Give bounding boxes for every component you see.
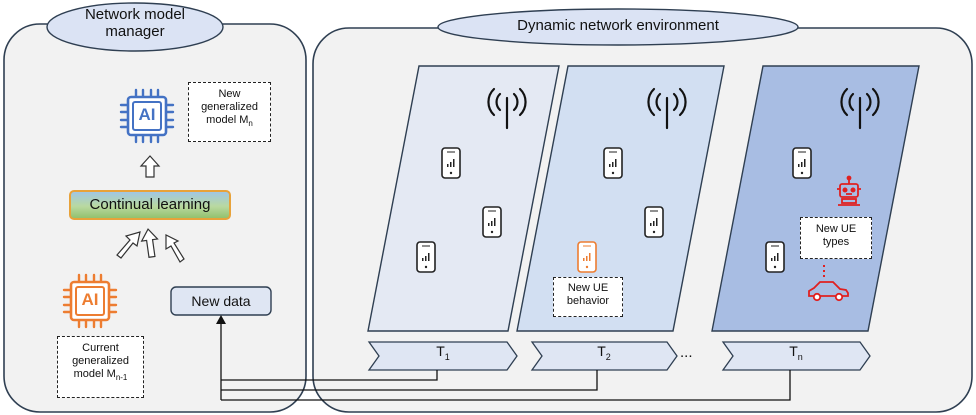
input-arrows (116, 228, 185, 263)
new-model-line-1: New (218, 88, 241, 100)
continual-learning-box (69, 190, 231, 220)
ai-label-current: AI (81, 290, 99, 309)
continual-learning-label: Continual learning (89, 196, 211, 213)
timestep-chevron-n (721, 341, 871, 371)
current-model-box: Current generalized model Mn-1 (57, 336, 144, 398)
new-ue-types-box: New UE types (800, 217, 872, 259)
new-model-box: New generalized model Mn (188, 82, 271, 142)
new-ue-behavior-box: New UE behavior (553, 277, 623, 317)
phone-icon (644, 206, 664, 238)
car-icon (808, 281, 849, 302)
timestep-label-2: T2 (597, 343, 611, 362)
timestep-chevron-1 (367, 341, 518, 371)
up-arrow-icon (139, 155, 161, 178)
current-model-line-1: Current (82, 342, 119, 354)
timestep-label-1: T1 (436, 343, 450, 362)
timestep-chevron-2 (530, 341, 678, 371)
new-model-line-2: generalized (201, 100, 258, 113)
timestep-sub-n: n (797, 351, 803, 362)
timestep-label-n: Tn (789, 343, 803, 362)
phone-icon (482, 206, 502, 238)
current-model-line-2: generalized (72, 354, 129, 367)
robot-icon (837, 175, 861, 206)
timestep-ellipsis: ... (680, 344, 693, 361)
current-model-subscript: n-1 (115, 373, 128, 383)
arrowhead-icon (216, 315, 226, 324)
timestep-sub-2: 2 (605, 351, 611, 362)
environment-title: Dynamic network environment (517, 17, 719, 34)
data-feedback-lines (220, 323, 791, 401)
new-model-subscript: n (248, 119, 253, 129)
new-ue-behavior-line-2: behavior (566, 294, 610, 307)
environment-title-ellipse (437, 8, 799, 46)
manager-title: Network model manager (84, 6, 186, 41)
phone-icon (416, 241, 436, 273)
phone-icon-new-behavior (577, 241, 597, 273)
new-data-label: New data (191, 293, 251, 309)
phone-icon (603, 147, 623, 179)
slice-t2 (516, 65, 725, 332)
timestep-sub-1: 1 (444, 351, 450, 362)
new-model-line-3: model Mn (206, 113, 253, 129)
phone-icon (792, 147, 812, 179)
new-ue-behavior-line-1: New UE (567, 282, 609, 294)
new-ue-types-line-1: New UE (815, 223, 857, 235)
manager-title-ellipse (46, 2, 224, 52)
new-ue-types-line-2: types (822, 235, 850, 248)
phone-icon (441, 147, 461, 179)
ai-label-new: AI (138, 105, 156, 124)
slice-tn (711, 65, 920, 332)
slice-t1 (367, 65, 560, 332)
phone-icon (765, 241, 785, 273)
current-model-line-3: model Mn-1 (73, 367, 128, 383)
